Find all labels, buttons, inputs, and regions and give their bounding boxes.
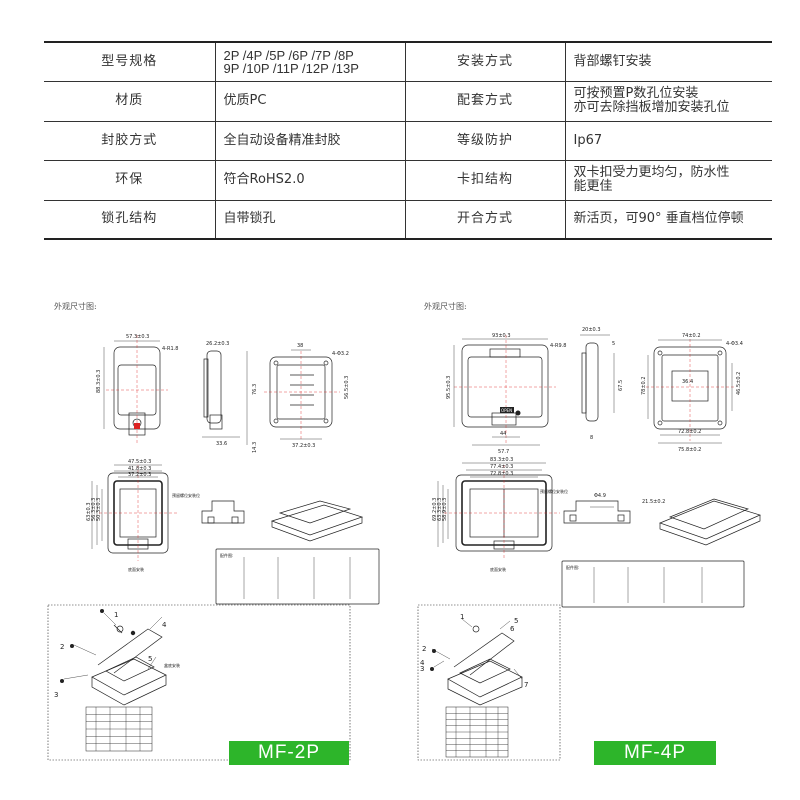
dim-back-w: 38 [297,343,303,349]
dim-hole-d: Φ4.9 [594,493,606,499]
install-label: 底面安装 [490,566,506,572]
part-callout-number: 3 [420,665,424,673]
part-callout-number: 7 [524,681,528,689]
model-badge-mf-2p: MF-2P [229,741,349,765]
parts-title: 配件图: [220,552,233,558]
dim-plan-h3: 50.3±0.3 [96,498,102,521]
dim-side-w: 26.2±0.3 [206,341,229,347]
mf-4p-drawing-panel: 外观尺寸图: [414,295,794,775]
spec-value: 符合RoHS2.0 [214,160,405,201]
exploded-label: 盒底安装 [164,662,180,668]
spec-value: 自带锁孔 [214,200,405,240]
spec-label: 型号规格 [44,41,215,82]
dim-side-r: 5 [612,341,615,347]
spec-label: 开合方式 [404,200,565,240]
dim-plan-w2: 77.4±0.3 [490,464,513,470]
dim-side-small: 8 [590,435,593,441]
part-callout-number: 2 [422,645,426,653]
part-callout-number: 6 [510,625,515,633]
dim-back-bottom1: 72.8±0.2 [678,429,701,435]
dim-plan-w3: 72.8±0.3 [490,471,513,477]
part-callout-number: 4 [162,621,167,629]
spec-value: 背部螺钉安装 [564,41,772,82]
part-callout-number: 4 [420,659,425,667]
dim-back-hole: 4-Φ3.4 [726,341,743,347]
spec-label: 配套方式 [404,81,565,122]
dim-side2-w: 21.5±0.2 [642,499,665,505]
dim-front-b2: 57.7 [498,449,509,455]
dim-width: 93±0.3 [492,333,511,339]
part-callout-number: 5 [514,617,518,625]
mf-4p-technical-drawing: OPEN 93±0.3 4-R9.8 95.5±0.3 44 57.7 20±0… [417,327,762,761]
spec-label: 材质 [44,81,215,122]
part-callout-number: 1 [114,611,118,619]
dim-width: 57.3±0.3 [126,334,149,340]
spec-label: 卡扣结构 [404,160,565,201]
spec-value: 可按预置P数孔位安装亦可去除挡板增加安装孔位 [564,81,772,122]
install-callout: 预留螺位安装位 [172,492,200,498]
mf-2p-technical-drawing: 57.3±0.3 4-R1.8 88.3±0.3 26.2±0.3 33.6 7… [47,334,380,761]
dim-plan-h1: 69.2±0.3 [432,498,438,521]
dim-plan-h3: 58.9±0.3 [442,498,448,521]
spec-value: 全自动设备精准封胶 [214,121,405,161]
dim-plan-h2: 56.3±0.3 [91,498,97,521]
dim-height: 95.5±0.3 [446,376,452,399]
dim-height: 88.3±0.3 [96,370,102,393]
dim-back-bottom: 37.2±0.3 [292,443,315,449]
spec-value: 双卡扣受力更均匀，防水性能更佳 [564,160,772,201]
spec-value: 新活页，可90° 垂直档位停顿 [564,200,772,240]
install-callout: 预留螺位安装位 [540,488,568,494]
spec-value: 优质PC [214,81,405,122]
spec-label: 封胶方式 [44,121,215,161]
part-callout-number: 2 [60,643,64,651]
dim-plan-w2: 41.8±0.3 [128,466,151,472]
spec-label: 等级防护 [404,121,565,161]
install-label: 底面安装 [128,566,144,572]
dim-plan-w3: 37.2±0.3 [128,472,151,478]
dim-back-h: 56.5±0.3 [344,376,350,399]
part-callout-number: 1 [460,613,464,621]
ext-dimension-label: 外观尺寸图: [424,302,467,311]
spec-row: 锁孔结构自带锁孔开合方式新活页，可90° 垂直档位停顿 [44,200,772,240]
mf-2p-drawing-panel: 外观尺寸图: [44,295,424,775]
dim-front-b1: 44 [500,431,506,437]
dim-plan-w1: 83.3±0.3 [490,457,513,463]
spec-value: Ip67 [564,121,772,161]
part-callout-number: 3 [54,691,58,699]
dim-hole: 4-R9.8 [550,343,566,349]
dim-hole: 4-R1.8 [162,346,178,352]
ext-dimension-label: 外观尺寸图: [54,302,97,311]
dim-back-w: 74±0.2 [682,333,701,339]
dim-back-inner: 36.4 [682,379,693,385]
dim-plan-h2: 63.3±0.3 [437,498,443,521]
dim-back-h1: 78±0.2 [641,376,647,395]
spec-label: 环保 [44,160,215,201]
dim-back-bottom2: 75.8±0.2 [678,447,701,453]
part-callout-number: 5 [148,655,152,663]
dim-back-hole: 4-Φ3.2 [332,351,349,357]
dim-side-d: 33.6 [216,441,227,447]
dim-plan-w1: 47.5±0.3 [128,459,151,465]
dim-plan-h1: 63±0.3 [86,502,92,521]
dim-small: 14.3 [252,442,258,453]
spec-label: 安装方式 [404,41,565,82]
dim-side-h: 76.3 [252,384,258,395]
parts-title: 配件图: [566,564,579,570]
dim-back-h2: 46.5±0.2 [736,372,742,395]
spec-label: 锁孔结构 [44,200,215,240]
dim-side-h: 67.5 [618,380,624,391]
dim-side-w: 20±0.3 [582,327,601,333]
brand-plate: OPEN [501,408,512,413]
model-badge-mf-4p: MF-4P [594,741,716,765]
